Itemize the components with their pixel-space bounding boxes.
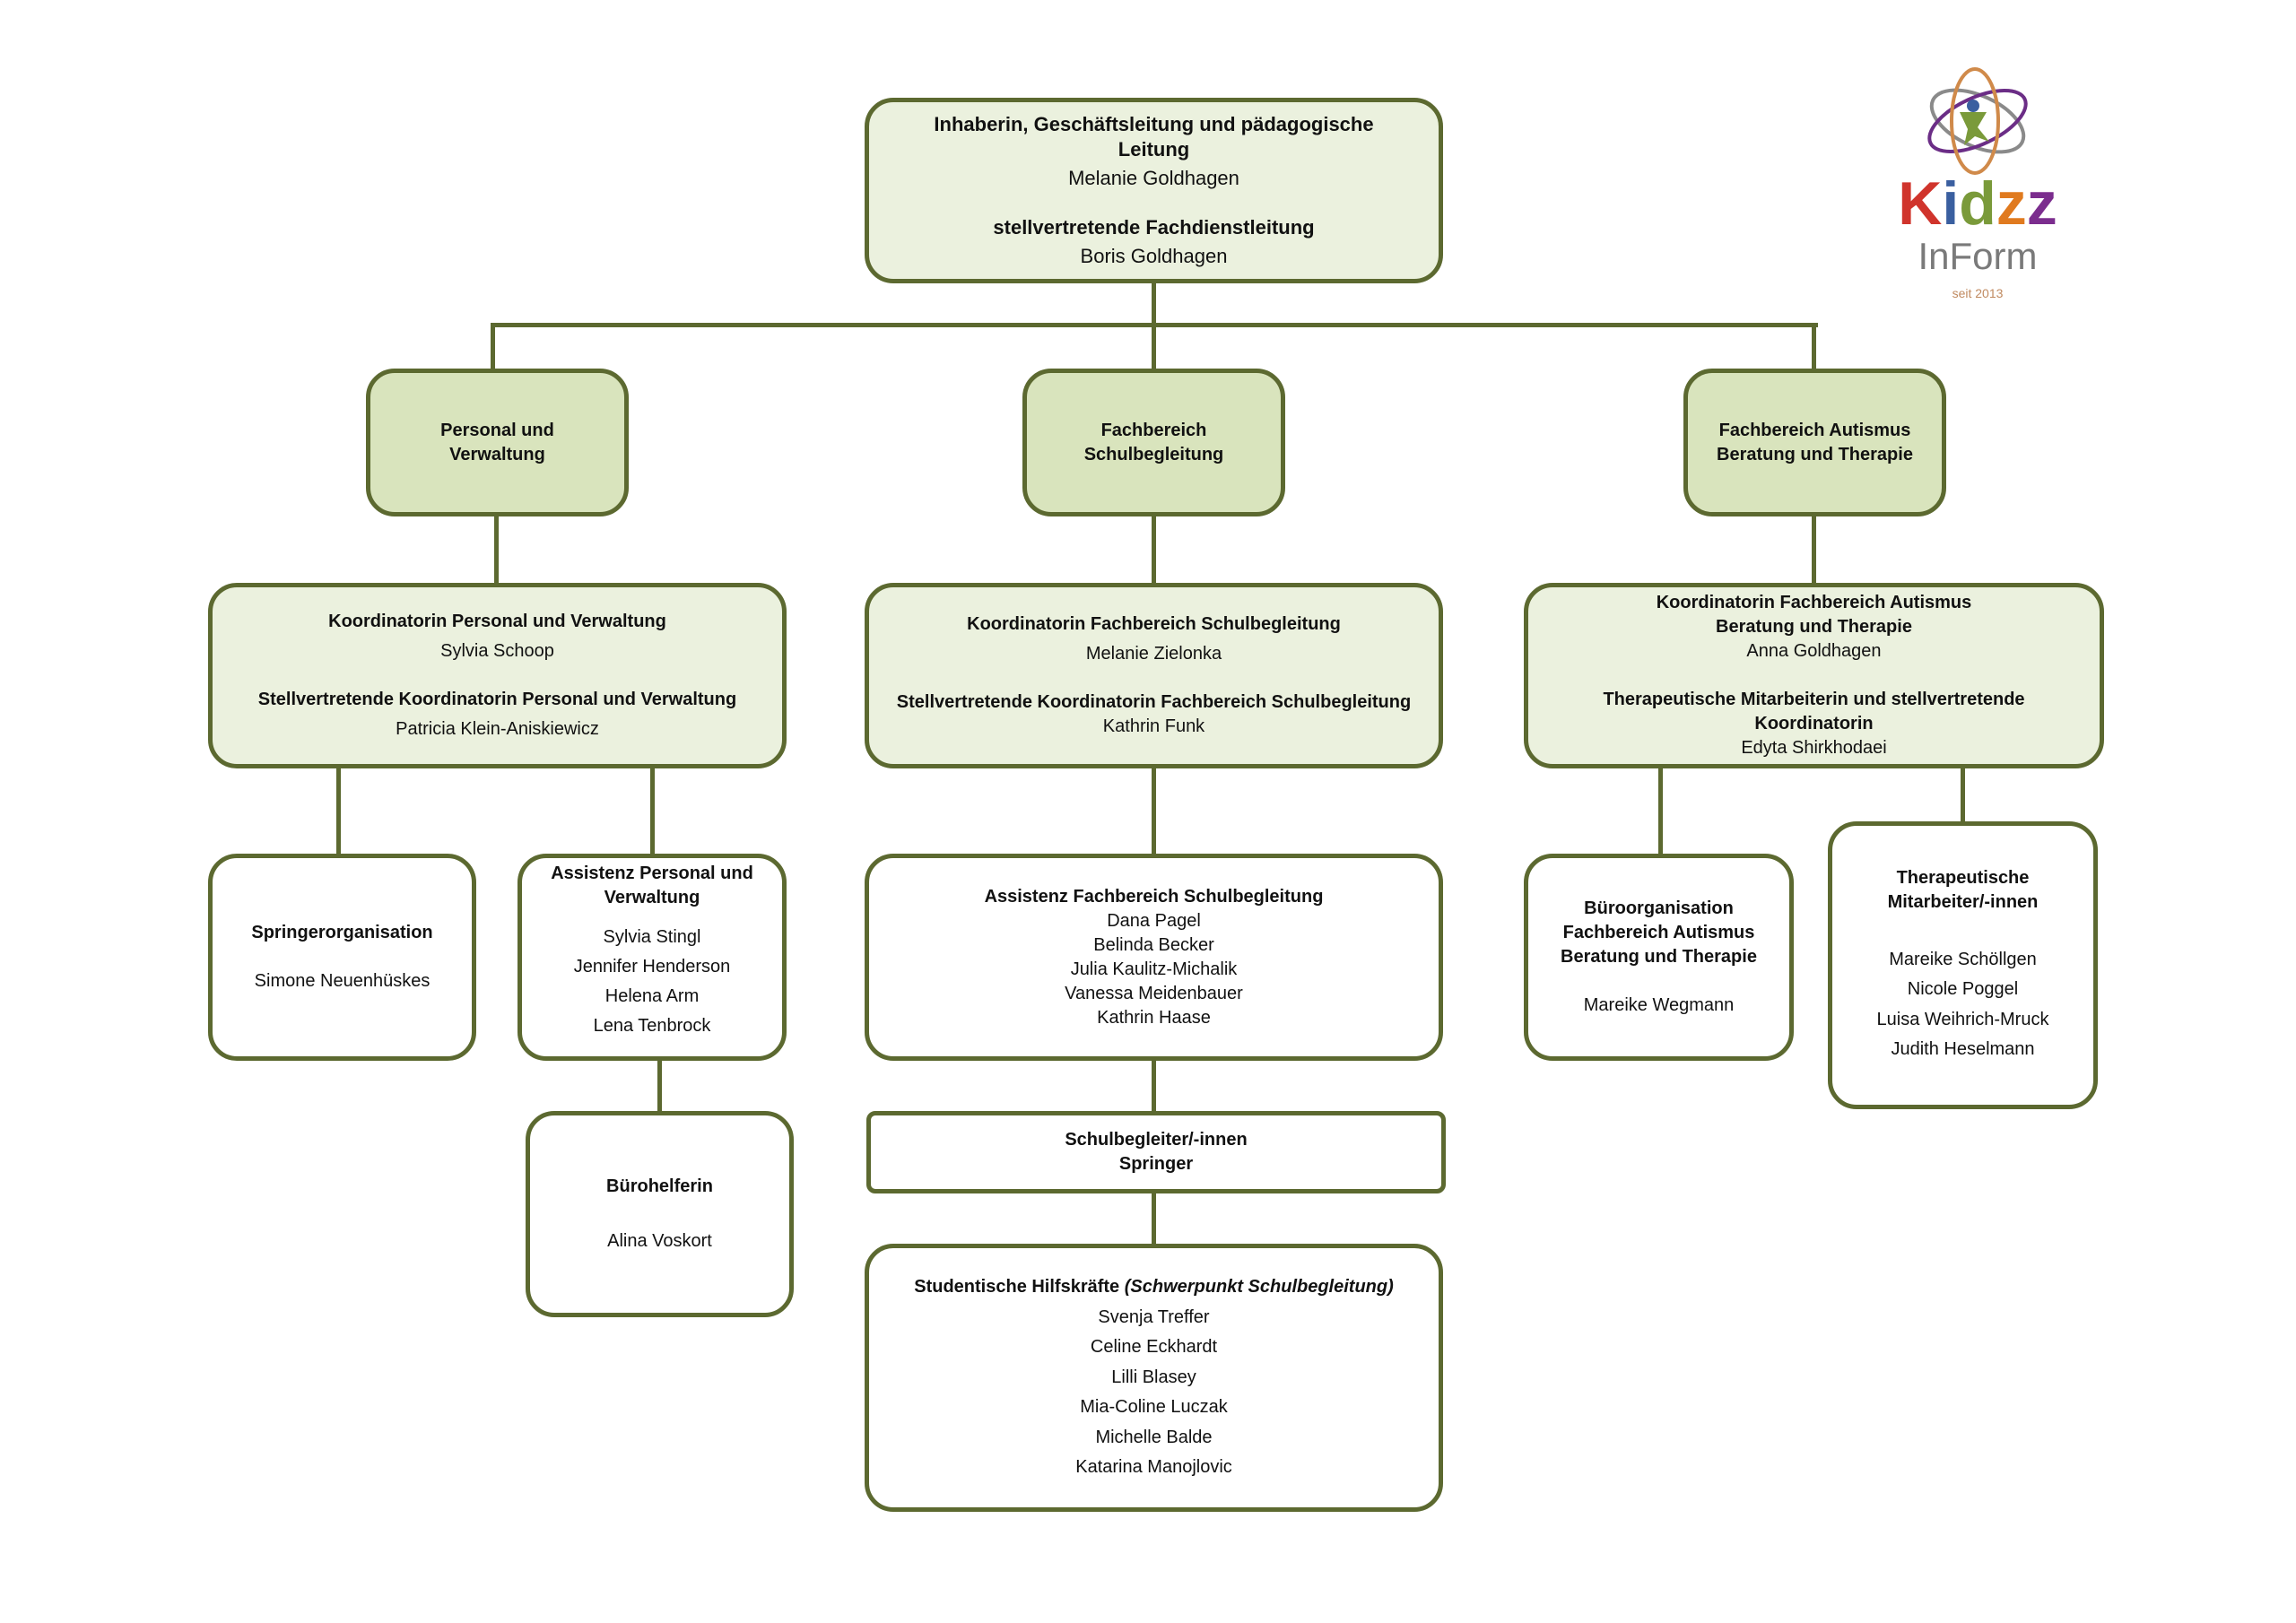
connector	[491, 323, 495, 369]
box-dept-autismus: Fachbereich Autismus Beratung und Therap…	[1683, 369, 1946, 516]
leadership-title: Inhaberin, Geschäftsleitung und pädagogi…	[934, 113, 1374, 161]
box-coord-schulbegleitung: Koordinatorin Fachbereich Schulbegleitun…	[865, 583, 1443, 768]
person-name: Nicole Poggel	[1907, 979, 2019, 999]
coord-name: Sylvia Schoop	[440, 641, 554, 661]
coord-name: Anna Goldhagen	[1746, 641, 1882, 661]
connector	[1152, 1193, 1156, 1244]
person-name: Alina Voskort	[607, 1231, 712, 1251]
person-name: Lilli Blasey	[1111, 1367, 1196, 1387]
box-leadership: Inhaberin, Geschäftsleitung und pädagogi…	[865, 98, 1443, 283]
box-springerorganisation: Springerorganisation Simone Neuenhüskes	[208, 854, 476, 1061]
coord-deputy-title: Therapeutische Mitarbeiterin und stellve…	[1603, 690, 2025, 733]
connector	[1658, 768, 1663, 854]
coord-deputy-title: Stellvertretende Koordinatorin Personal …	[257, 690, 737, 709]
box-therapeutische-mitarbeiter: Therapeutische Mitarbeiter/-innen Mareik…	[1828, 821, 2098, 1109]
svg-text:seit 2013: seit 2013	[1952, 286, 2004, 300]
box-title: Bürohelferin	[606, 1176, 713, 1196]
leadership-name: Melanie Goldhagen	[1068, 167, 1239, 189]
coord-title: Koordinatorin Personal und Verwaltung	[328, 612, 666, 631]
box-coord-autismus: Koordinatorin Fachbereich Autismus Berat…	[1524, 583, 2104, 768]
person-name: Katarina Manojlovic	[1075, 1457, 1232, 1478]
person-name: Julia Kaulitz-Michalik	[1070, 959, 1238, 979]
box-title: Assistenz Fachbereich Schulbegleitung	[984, 886, 1324, 907]
person-name: Mareike Wegmann	[1583, 995, 1735, 1015]
title-italic: (Schwerpunkt Schulbegleitung)	[1124, 1277, 1394, 1298]
box-studentische-hilfskraefte: Studentische Hilfskräfte (Schwerpunkt Sc…	[865, 1244, 1443, 1512]
person-name: Helena Arm	[604, 986, 700, 1006]
person-name: Luisa Weihrich-Mruck	[1876, 1009, 2049, 1029]
coord-deputy-title: Stellvertretende Koordinatorin Fachberei…	[896, 692, 1412, 712]
person-name: Sylvia Stingl	[603, 927, 701, 947]
logo-sub: InForm	[1918, 235, 2037, 277]
dept-label: Personal und Verwaltung	[440, 420, 554, 464]
title-main: Studentische Hilfskräfte	[914, 1277, 1120, 1298]
person-name: Svenja Treffer	[1098, 1306, 1210, 1327]
box-title: Assistenz Personal und Verwaltung	[551, 864, 753, 907]
coord-name: Melanie Zielonka	[1085, 644, 1222, 664]
coord-deputy-name: Patricia Klein-Aniskiewicz	[396, 719, 599, 739]
box-title: Schulbegleiter/-innen	[1065, 1130, 1248, 1150]
person-name: Lena Tenbrock	[593, 1016, 711, 1036]
box-dept-personal: Personal und Verwaltung	[366, 369, 629, 516]
box-assistenz-personal: Assistenz Personal und Verwaltung Sylvia…	[517, 854, 787, 1061]
box-title: Büroorganisation Fachbereich Autismus Be…	[1561, 898, 1757, 967]
box-assistenz-schulbegleitung: Assistenz Fachbereich Schulbegleitung Da…	[865, 854, 1443, 1061]
coord-deputy-name: Kathrin Funk	[1102, 716, 1205, 736]
connector	[650, 768, 655, 854]
person-name: Mia-Coline Luczak	[1080, 1397, 1228, 1418]
person-name: Celine Eckhardt	[1090, 1337, 1218, 1358]
connector	[657, 1061, 662, 1111]
connector	[1152, 516, 1156, 583]
person-name: Jennifer Henderson	[573, 957, 731, 976]
coord-deputy-name: Edyta Shirkhodaei	[1741, 738, 1887, 758]
connector	[494, 516, 499, 583]
coord-title: Koordinatorin Fachbereich Schulbegleitun…	[967, 614, 1341, 634]
person-name: Kathrin Haase	[1097, 1007, 1211, 1028]
connector	[1812, 516, 1816, 583]
box-title: Therapeutische Mitarbeiter/-innen	[1887, 867, 2039, 912]
svg-text:Kidzz: Kidzz	[1898, 169, 2057, 238]
person-name: Dana Pagel	[1107, 910, 1201, 931]
person-name: Judith Heselmann	[1891, 1039, 2035, 1059]
connector	[1152, 768, 1156, 854]
box-dept-schulbegleitung: Fachbereich Schulbegleitung	[1022, 369, 1285, 516]
connector	[1812, 323, 1816, 369]
dept-label: Fachbereich Schulbegleitung	[1083, 420, 1224, 464]
person-name: Michelle Balde	[1095, 1427, 1213, 1447]
deputy-name: Boris Goldhagen	[1080, 245, 1228, 267]
box-title: Studentische Hilfskräfte (Schwerpunkt Sc…	[914, 1272, 1394, 1303]
coord-title: Koordinatorin Fachbereich Autismus Berat…	[1656, 593, 1972, 637]
box-title: Springerorganisation	[251, 923, 433, 942]
box-schulbegleiter: Schulbegleiter/-innen Springer	[866, 1111, 1446, 1193]
deputy-title: stellvertretende Fachdienstleitung	[993, 216, 1315, 239]
connector	[336, 768, 341, 854]
person-name: Mareike Schöllgen	[1889, 949, 2037, 969]
box-subtitle: Springer	[1118, 1154, 1194, 1174]
person-name: Simone Neuenhüskes	[254, 971, 430, 991]
box-buerohelferin: Bürohelferin Alina Voskort	[526, 1111, 794, 1317]
box-bueroorganisation: Büroorganisation Fachbereich Autismus Be…	[1524, 854, 1794, 1061]
person-name: Belinda Becker	[1093, 934, 1214, 955]
dept-label: Fachbereich Autismus Beratung und Therap…	[1717, 420, 1913, 464]
box-coord-personal: Koordinatorin Personal und Verwaltung Sy…	[208, 583, 787, 768]
connector	[1961, 768, 1965, 821]
person-name: Vanessa Meidenbauer	[1065, 983, 1243, 1003]
atom-icon: Kidzz InForm seit 2013	[1898, 67, 2057, 300]
connector	[491, 323, 1818, 327]
kidzz-inform-logo: Kidzz InForm seit 2013	[1874, 63, 2081, 305]
connector	[1152, 1061, 1156, 1111]
